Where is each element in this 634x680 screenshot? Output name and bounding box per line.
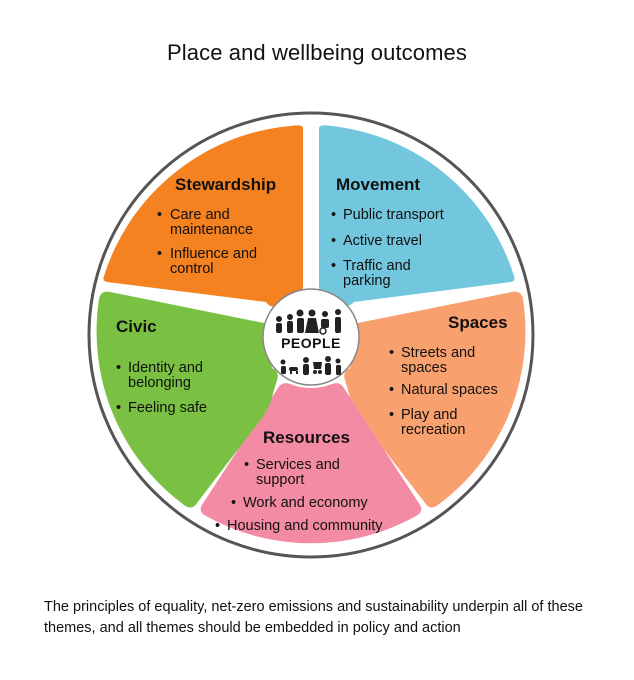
bullet: • bbox=[244, 457, 249, 473]
spaces-item-3-line-1: Play and bbox=[401, 407, 457, 423]
spaces-item-3-line-2: recreation bbox=[401, 422, 465, 438]
center-label: PEOPLE bbox=[281, 335, 341, 351]
movement-item-3-line-1: Traffic and bbox=[343, 258, 411, 274]
bullet: • bbox=[331, 233, 336, 249]
resources-title: Resources bbox=[263, 428, 350, 447]
bullet: • bbox=[157, 207, 162, 223]
resources-item-3: Housing and community bbox=[227, 518, 383, 534]
resources-item-2: Work and economy bbox=[243, 495, 368, 511]
spaces-item-1-line-1: Streets and bbox=[401, 345, 475, 361]
footer-note: The principles of equality, net-zero emi… bbox=[44, 599, 583, 636]
bullet: • bbox=[389, 345, 394, 361]
resources-item-1-line-1: Services and bbox=[256, 457, 340, 473]
civic-title: Civic bbox=[116, 317, 157, 336]
segment-stewardship bbox=[103, 125, 303, 307]
bullet: • bbox=[389, 407, 394, 423]
movement-title: Movement bbox=[336, 175, 420, 194]
stewardship-title: Stewardship bbox=[175, 175, 276, 194]
bullet: • bbox=[231, 495, 236, 511]
bullet: • bbox=[331, 207, 336, 223]
bullet: • bbox=[157, 246, 162, 262]
bullet: • bbox=[116, 400, 121, 416]
spaces-item-2: Natural spaces bbox=[401, 382, 498, 398]
civic-item-1-line-2: belonging bbox=[128, 375, 191, 391]
resources-item-1-line-2: support bbox=[256, 472, 304, 488]
movement-item-2: Active travel bbox=[343, 233, 422, 249]
segment-civic bbox=[96, 291, 278, 508]
spaces-item-1-line-2: spaces bbox=[401, 360, 447, 376]
segment-movement bbox=[319, 125, 515, 306]
bullet: • bbox=[331, 258, 336, 274]
bullet: • bbox=[389, 382, 394, 398]
bullet: • bbox=[215, 518, 220, 534]
civic-item-1-line-1: Identity and bbox=[128, 360, 203, 376]
civic-item-2: Feeling safe bbox=[128, 400, 207, 416]
segment-spaces bbox=[344, 291, 526, 508]
stewardship-item-2-line-1: Influence and bbox=[170, 246, 257, 262]
movement-item-3-line-2: parking bbox=[343, 273, 391, 289]
stewardship-item-1-line-1: Care and bbox=[170, 207, 230, 223]
people-icon bbox=[276, 309, 341, 375]
bullet: • bbox=[116, 360, 121, 376]
stewardship-item-1-line-2: maintenance bbox=[170, 222, 253, 238]
stewardship-item-2-line-2: control bbox=[170, 261, 214, 277]
people-hub bbox=[262, 288, 360, 386]
spaces-title: Spaces bbox=[448, 313, 508, 332]
diagram-title: Place and wellbeing outcomes bbox=[167, 40, 467, 65]
movement-item-1: Public transport bbox=[343, 207, 444, 223]
